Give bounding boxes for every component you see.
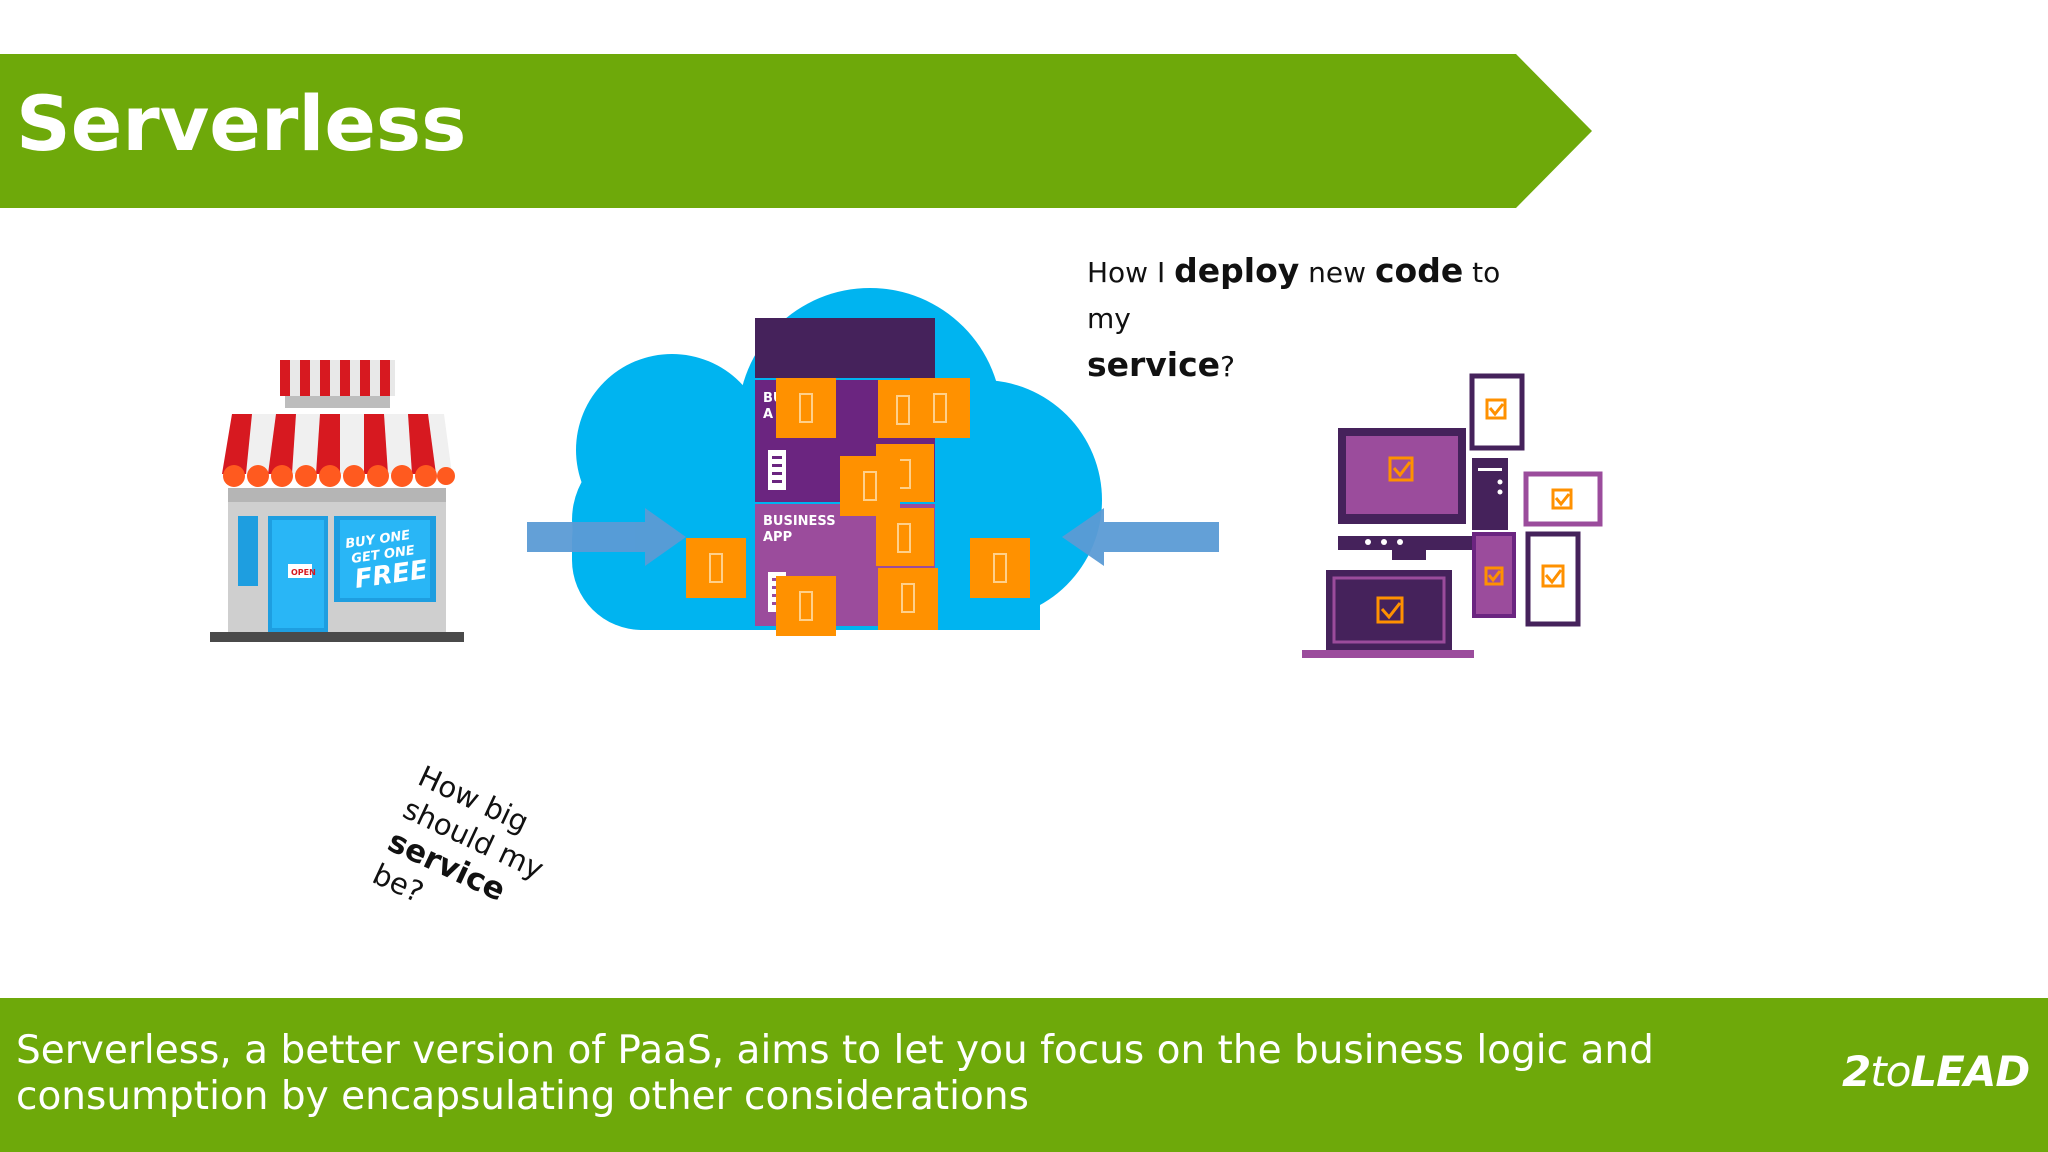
function-block: [910, 378, 970, 438]
function-block: [878, 568, 938, 630]
footer-line1: Serverless, a better version of PaaS, ai…: [16, 1028, 1654, 1073]
function-block: [686, 538, 746, 598]
checkbox-icon: [1376, 398, 1573, 624]
left-arrow: [527, 508, 686, 566]
title-banner: [0, 54, 1592, 208]
app-label-1b: A: [763, 407, 773, 422]
footer-band: [0, 998, 2048, 1152]
store-illustration: [210, 360, 464, 642]
function-block: [876, 508, 934, 566]
footer-line2: consumption by encapsulating other consi…: [16, 1074, 1029, 1119]
store-main-awning: [222, 414, 436, 474]
function-block: [776, 378, 836, 438]
footer-caption: Serverless, a better version of PaaS, ai…: [16, 1028, 1656, 1120]
store-door-sign: OPEN: [291, 568, 316, 577]
store-top-awning: [280, 360, 390, 396]
brand-logo: 2toLEAD: [1842, 1047, 2030, 1096]
devices-illustration: [1302, 373, 1603, 658]
function-block: [970, 538, 1030, 598]
function-blocks: [686, 378, 1030, 636]
function-block: [840, 456, 900, 516]
app-label-2a: BUSINESS: [763, 514, 836, 529]
slide-title: Serverless: [16, 79, 467, 168]
right-arrow: [1062, 508, 1219, 566]
app-label-2b: APP: [763, 530, 792, 545]
function-block: [776, 576, 836, 636]
